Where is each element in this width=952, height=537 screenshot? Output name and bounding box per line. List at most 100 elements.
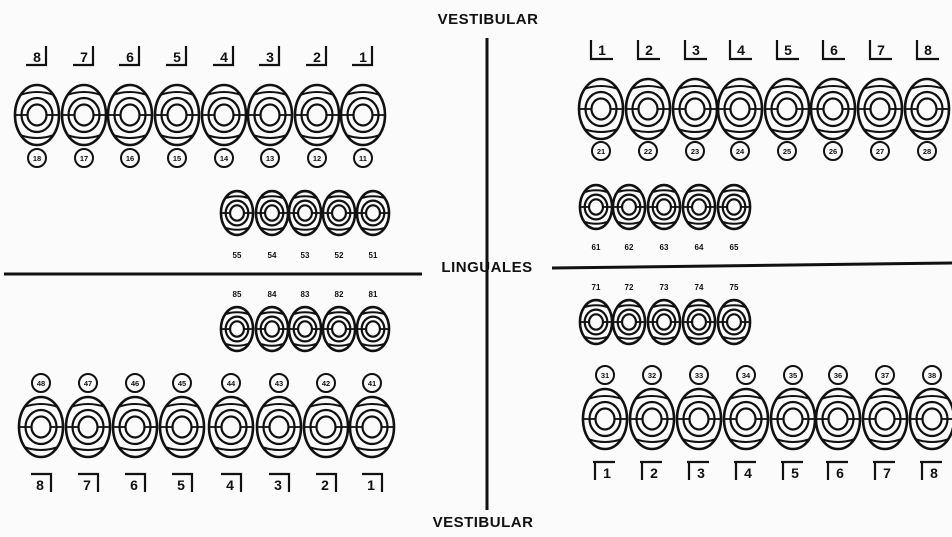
tooth-35 <box>771 389 815 449</box>
code-14: 14 <box>215 149 233 167</box>
code-33: 33 <box>690 366 708 384</box>
horizontal-midline-right <box>552 263 952 268</box>
tooth-31 <box>583 389 627 449</box>
code-38: 38 <box>923 366 941 384</box>
code-21-label: 21 <box>597 147 605 156</box>
tooth-83 <box>289 307 321 351</box>
box-upper-left-4: 4 <box>730 40 752 59</box>
box-upper-right-1: 1 <box>352 46 372 65</box>
code-18-label: 18 <box>33 154 41 163</box>
tooth-43 <box>257 397 301 457</box>
box-lower-right-7: 7 <box>78 474 98 493</box>
tooth-61 <box>580 185 612 229</box>
code-47: 47 <box>79 374 97 392</box>
tooth-33 <box>677 389 721 449</box>
box-lower-right-5: 5 <box>172 474 192 493</box>
code-11: 11 <box>354 149 372 167</box>
tooth-48 <box>19 397 63 457</box>
tooth-23 <box>673 79 717 139</box>
code-81: 81 <box>369 290 378 299</box>
box-lower-left-3: 3 <box>687 462 709 481</box>
code-46: 46 <box>126 374 144 392</box>
code-17: 17 <box>75 149 93 167</box>
box-lower-left-4-label: 4 <box>744 465 752 481</box>
tooth-64 <box>683 185 715 229</box>
code-84: 84 <box>268 290 277 299</box>
code-37: 37 <box>876 366 894 384</box>
code-16: 16 <box>121 149 139 167</box>
box-upper-right-7-label: 7 <box>80 49 88 65</box>
label-linguales: LINGUALES <box>441 259 532 276</box>
code-36-label: 36 <box>834 371 842 380</box>
code-74: 74 <box>695 283 704 292</box>
tooth-81 <box>357 307 389 351</box>
tooth-52 <box>323 191 355 235</box>
tooth-51 <box>357 191 389 235</box>
tooth-73 <box>648 300 680 344</box>
box-upper-right-1-label: 1 <box>359 49 367 65</box>
code-32: 32 <box>643 366 661 384</box>
label-vestibular-bottom: VESTIBULAR <box>433 514 534 531</box>
box-upper-left-8: 8 <box>917 40 939 59</box>
tooth-14 <box>202 85 246 145</box>
box-upper-right-4-label: 4 <box>220 49 228 65</box>
code-37-label: 37 <box>881 371 889 380</box>
code-41-label: 41 <box>368 379 376 388</box>
box-lower-right-2-label: 2 <box>321 477 329 493</box>
code-64: 64 <box>695 243 704 252</box>
tooth-74 <box>683 300 715 344</box>
code-14-label: 14 <box>220 154 229 163</box>
code-75: 75 <box>730 283 739 292</box>
box-upper-left-2: 2 <box>638 40 660 59</box>
code-12-label: 12 <box>313 154 321 163</box>
box-upper-left-1: 1 <box>591 40 613 59</box>
code-15: 15 <box>168 149 186 167</box>
box-lower-left-2: 2 <box>640 462 662 481</box>
box-lower-left-7-label: 7 <box>883 465 891 481</box>
code-24: 24 <box>731 142 749 160</box>
box-upper-right-7: 7 <box>73 46 93 65</box>
tooth-32 <box>630 389 674 449</box>
code-23: 23 <box>686 142 704 160</box>
box-upper-left-6-label: 6 <box>830 42 838 58</box>
box-lower-left-2-label: 2 <box>650 465 658 481</box>
code-25: 25 <box>778 142 796 160</box>
code-55: 55 <box>233 251 242 260</box>
box-lower-right-4-label: 4 <box>226 477 234 493</box>
code-63: 63 <box>660 243 669 252</box>
code-16-label: 16 <box>126 154 134 163</box>
tooth-63 <box>648 185 680 229</box>
code-26: 26 <box>824 142 842 160</box>
tooth-37 <box>863 389 907 449</box>
box-lower-left-6-label: 6 <box>836 465 844 481</box>
code-45: 45 <box>173 374 191 392</box>
box-lower-right-6: 6 <box>125 474 145 493</box>
tooth-34 <box>724 389 768 449</box>
box-upper-right-6-label: 6 <box>126 49 134 65</box>
box-lower-right-3: 3 <box>269 474 289 493</box>
tooth-72 <box>613 300 645 344</box>
code-17-label: 17 <box>80 154 88 163</box>
box-upper-right-3: 3 <box>259 46 279 65</box>
tooth-36 <box>816 389 860 449</box>
tooth-38 <box>910 389 952 449</box>
code-22: 22 <box>639 142 657 160</box>
tooth-22 <box>626 79 670 139</box>
code-15-label: 15 <box>173 154 181 163</box>
code-61: 61 <box>592 243 601 252</box>
tooth-15 <box>155 85 199 145</box>
box-lower-left-6: 6 <box>826 462 848 481</box>
code-22-label: 22 <box>644 147 652 156</box>
box-upper-right-5: 5 <box>166 46 186 65</box>
code-82: 82 <box>335 290 344 299</box>
box-lower-left-7: 7 <box>873 462 895 481</box>
box-lower-left-5: 5 <box>781 462 803 481</box>
tooth-18 <box>15 85 59 145</box>
box-upper-left-6: 6 <box>823 40 845 59</box>
tooth-13 <box>248 85 292 145</box>
code-85: 85 <box>233 290 242 299</box>
box-upper-left-7: 7 <box>870 40 892 59</box>
code-71: 71 <box>592 283 601 292</box>
tooth-44 <box>209 397 253 457</box>
code-34-label: 34 <box>742 371 751 380</box>
